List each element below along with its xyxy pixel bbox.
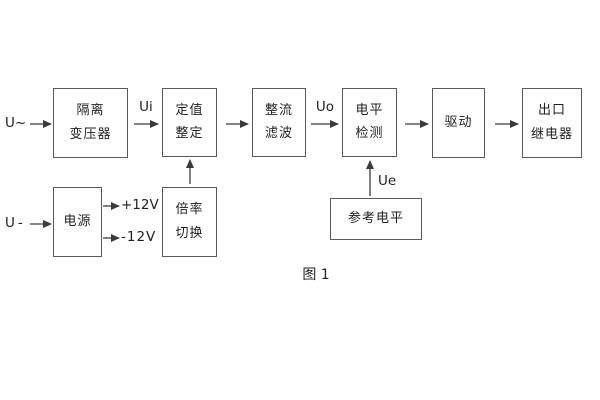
signal-label-ue: Ue (378, 173, 397, 189)
block-drive: 驱动 (432, 88, 485, 158)
block-label: 隔离 (76, 103, 105, 119)
block-label: 滤波 (264, 125, 293, 141)
block-reference-level: 参考电平 (330, 198, 422, 240)
signal-label-ac-input: U~ (5, 115, 27, 131)
block-label: 驱动 (444, 114, 473, 130)
signal-label-uo: Uo (315, 99, 335, 115)
block-label: 继电器 (530, 126, 573, 142)
signal-label-ui: Ui (139, 99, 153, 115)
block-level-detect: 电平 检测 (342, 88, 397, 157)
block-label: 切换 (175, 225, 204, 241)
block-rectifier-filter: 整流 滤波 (252, 88, 306, 157)
block-label: 电源 (63, 213, 92, 229)
signal-label-plus-12v: +12V (121, 197, 159, 213)
figure-caption: 图 1 (302, 267, 330, 283)
block-label: 出口 (537, 103, 566, 119)
block-output-relay: 出口 继电器 (522, 88, 582, 158)
block-setting-adjust: 定值 整定 (162, 88, 217, 157)
block-label: 整流 (264, 102, 293, 118)
block-label: 倍率 (175, 202, 204, 218)
block-isolation-transformer: 隔离 变压器 (53, 88, 128, 158)
block-label: 检测 (355, 125, 384, 141)
block-label: 电平 (355, 102, 384, 118)
signal-label-dc-input: U- (5, 215, 26, 231)
block-label: 整定 (175, 125, 204, 141)
block-label: 定值 (175, 102, 204, 118)
block-ratio-switch: 倍率 切换 (162, 187, 217, 257)
block-label: 变压器 (69, 126, 112, 142)
block-power-supply: 电源 (53, 187, 102, 257)
signal-label-minus-12v: -12V (121, 229, 157, 245)
block-label: 参考电平 (347, 210, 404, 226)
